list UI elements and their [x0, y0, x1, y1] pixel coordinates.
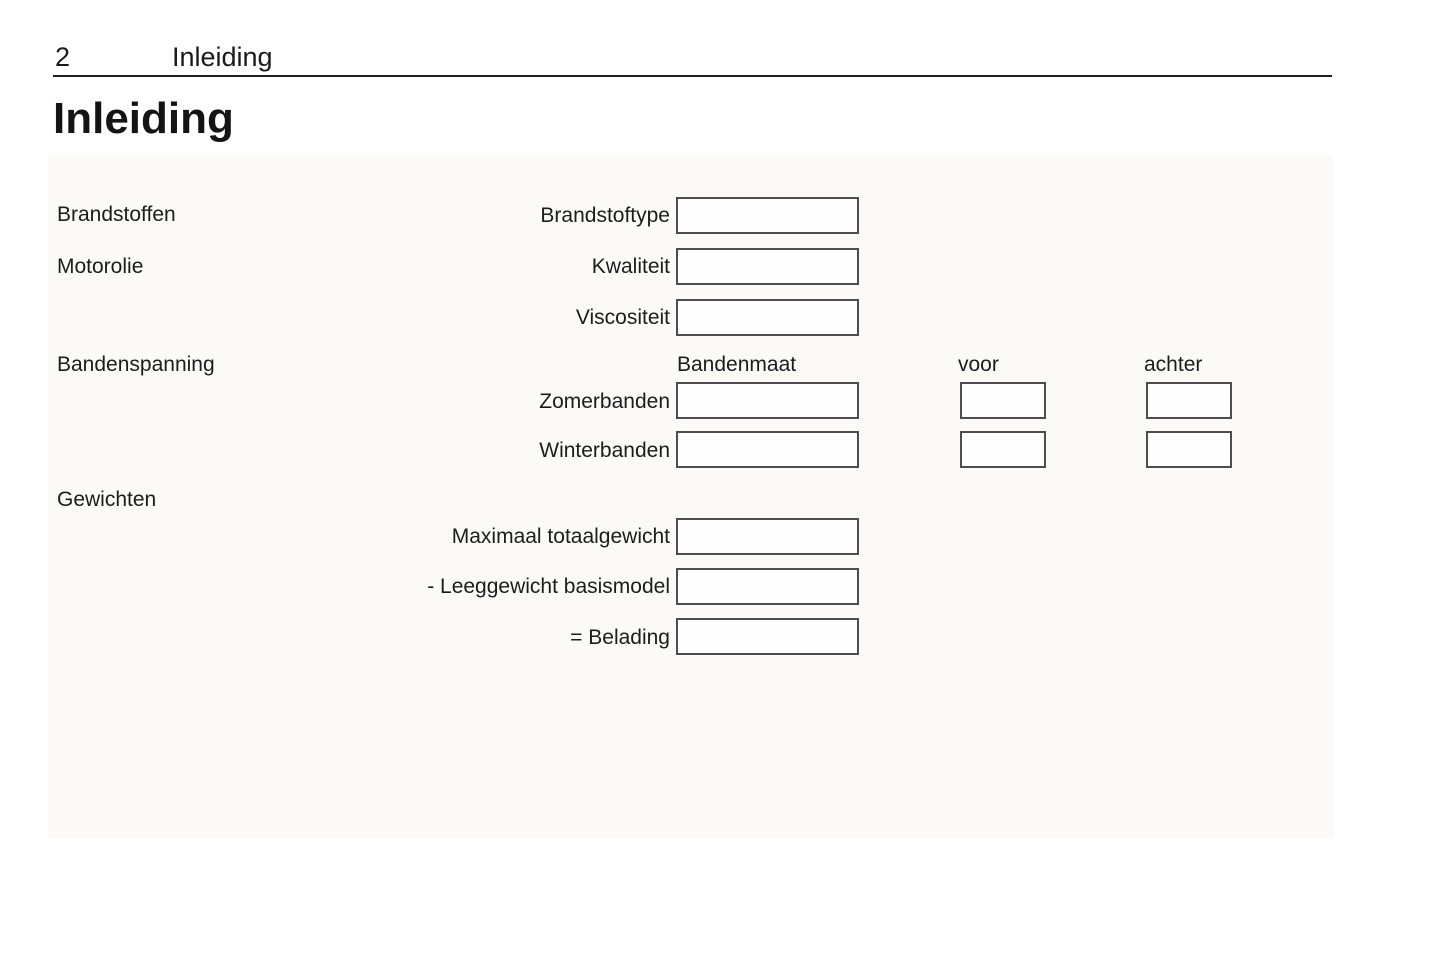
page-title: Inleiding: [53, 94, 234, 143]
section-label-bandenspanning: Bandenspanning: [57, 353, 215, 376]
winterbanden-achter-input-box[interactable]: [1146, 431, 1232, 468]
zomerbanden-bandenmaat-input-box[interactable]: [676, 382, 859, 419]
winterbanden-voor-input-box[interactable]: [960, 431, 1046, 468]
maximaal-totaalgewicht-input-box[interactable]: [676, 518, 859, 555]
winterbanden-bandenmaat-input-box[interactable]: [676, 431, 859, 468]
zomerbanden-achter-input-box[interactable]: [1146, 382, 1232, 419]
maximaal-totaalgewicht-label: Maximaal totaalgewicht: [451, 525, 670, 548]
leeggewicht-basismodel-input-box[interactable]: [676, 568, 859, 605]
column-header-voor: voor: [958, 353, 999, 376]
header-page-number: 2: [55, 42, 71, 72]
section-label-motorolie: Motorolie: [57, 255, 144, 278]
belading-input-box[interactable]: [676, 618, 859, 655]
leeggewicht-basismodel-label: - Leeggewicht basismodel: [427, 575, 670, 598]
column-header-achter: achter: [1144, 353, 1203, 376]
brandstoftype-label: Brandstoftype: [540, 204, 670, 227]
winterbanden-label: Winterbanden: [539, 439, 670, 462]
column-header-bandenmaat: Bandenmaat: [677, 353, 797, 376]
brandstoftype-input-box[interactable]: [676, 197, 859, 234]
viscositeit-input-box[interactable]: [676, 299, 859, 336]
section-label-gewichten: Gewichten: [57, 488, 157, 511]
kwaliteit-input-box[interactable]: [676, 248, 859, 285]
belading-label: = Belading: [570, 626, 670, 649]
viscositeit-label: Viscositeit: [575, 306, 670, 329]
header-divider: [53, 75, 1332, 77]
header-chapter-title: Inleiding: [172, 42, 273, 72]
zomerbanden-label: Zomerbanden: [539, 390, 670, 413]
section-label-brandstoffen: Brandstoffen: [57, 203, 176, 226]
zomerbanden-voor-input-box[interactable]: [960, 382, 1046, 419]
kwaliteit-label: Kwaliteit: [591, 255, 670, 278]
